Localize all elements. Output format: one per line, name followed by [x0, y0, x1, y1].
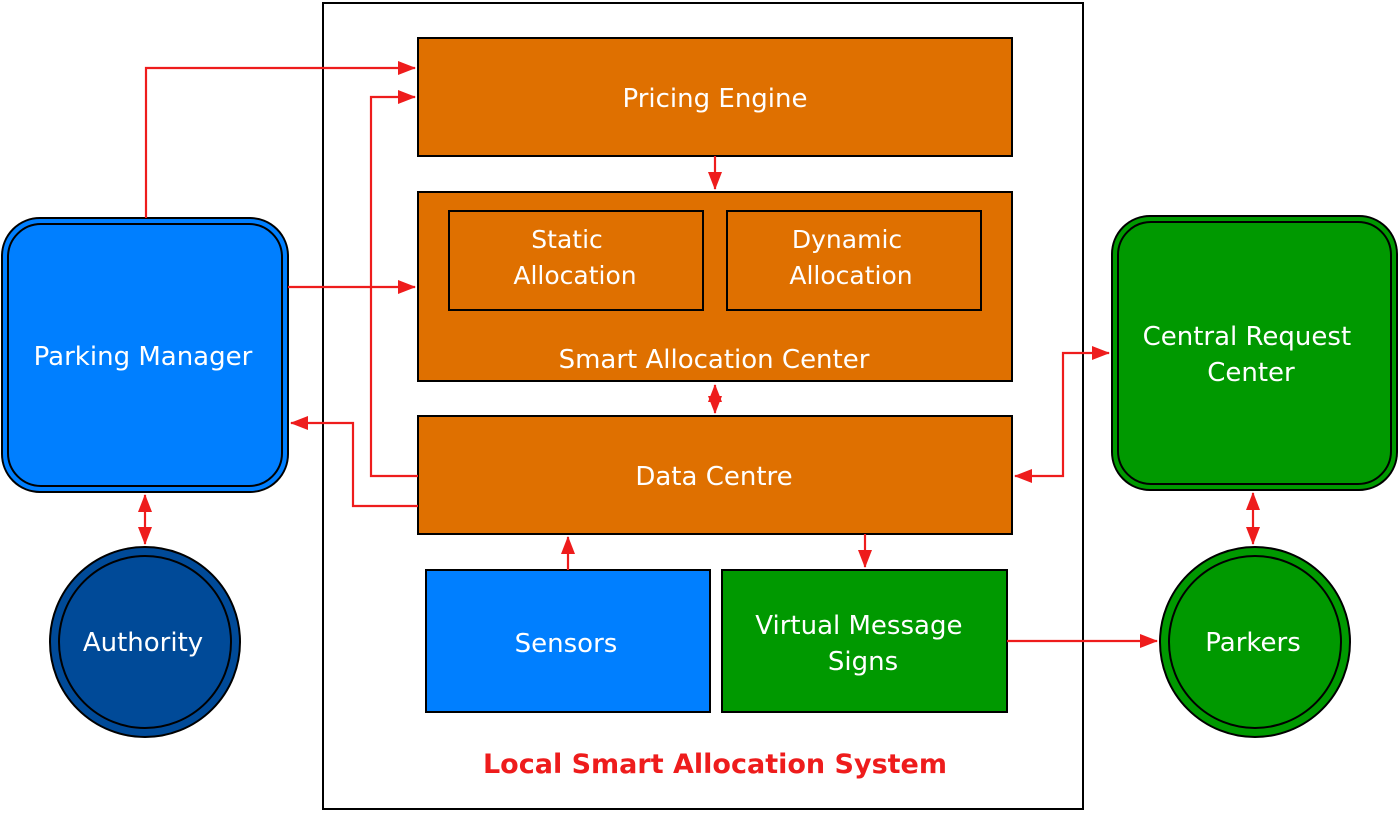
- connectors: [138, 61, 1260, 648]
- data-centre-label-line: Data Centre: [635, 462, 792, 492]
- smart-allocation-center-label: Smart Allocation Center: [559, 345, 870, 375]
- virtual-message-signs-box: [721, 569, 1008, 713]
- data-centre-box: [417, 415, 1013, 535]
- data-centre-label: Data Centre: [635, 462, 792, 492]
- central-request-center-inner-border: [1117, 221, 1392, 485]
- static-allocation-label: Static Allocation: [513, 225, 636, 290]
- central-request-center-label: Central Request Center: [1143, 322, 1360, 388]
- static-allocation-box: [448, 210, 704, 311]
- static-allocation-label-line-1: Static: [531, 225, 602, 254]
- smart-allocation-center-block[interactable]: Static Allocation Dynamic Allocation Sma…: [417, 191, 1013, 382]
- authority-inner-circle: [58, 555, 232, 729]
- parkers-inner-circle: [1168, 555, 1342, 729]
- parking-manager-inner-border: [7, 223, 283, 487]
- authority-label: Authority: [83, 628, 203, 658]
- pricing-engine-block[interactable]: Pricing Engine: [417, 37, 1013, 157]
- virtual-message-signs-label-line-1: Virtual Message: [755, 611, 962, 641]
- parking-manager-block[interactable]: Parking Manager: [1, 217, 289, 493]
- parkers-label: Parkers: [1205, 628, 1301, 658]
- static-allocation-block[interactable]: Static Allocation: [448, 210, 704, 311]
- static-allocation-label-line-2: Allocation: [513, 261, 636, 290]
- central-request-center-outer-border: [1111, 215, 1398, 491]
- central-request-center-label-line-1: Central Request: [1143, 322, 1352, 352]
- data-centre-block[interactable]: Data Centre: [417, 415, 1013, 535]
- virtual-message-signs-label: Virtual Message Signs: [755, 611, 970, 677]
- parkers-block[interactable]: Parkers: [1159, 546, 1351, 738]
- pricing-engine-label: Pricing Engine: [622, 84, 807, 114]
- dynamic-allocation-block[interactable]: Dynamic Allocation: [726, 210, 982, 311]
- parkers-outer-circle: [1159, 546, 1351, 738]
- authority-outer-circle: [49, 546, 241, 738]
- parking-manager-label-line: Parking Manager: [34, 342, 253, 372]
- parking-manager-label: Parking Manager: [34, 342, 253, 372]
- arrow-parking-manager-to-pricing-engine: [144, 61, 416, 218]
- sensors-block[interactable]: Sensors: [425, 569, 711, 713]
- authority-label-line: Authority: [83, 628, 203, 658]
- dynamic-allocation-label-line-1: Dynamic: [792, 225, 902, 254]
- pricing-engine-box: [417, 37, 1013, 157]
- virtual-message-signs-block[interactable]: Virtual Message Signs: [721, 569, 1008, 713]
- dynamic-allocation-label: Dynamic Allocation: [789, 225, 912, 290]
- smart-allocation-center-label-line: Smart Allocation Center: [559, 345, 870, 375]
- dynamic-allocation-box: [726, 210, 982, 311]
- system-title: Local Smart Allocation System: [483, 749, 947, 780]
- central-request-center-label-line-2: Center: [1207, 358, 1295, 388]
- sensors-label: Sensors: [515, 629, 618, 659]
- arrow-data-centre-central-request: [1014, 346, 1110, 483]
- arrow-data-centre-to-parking-manager: [290, 416, 418, 508]
- authority-block[interactable]: Authority: [49, 546, 241, 738]
- pricing-engine-label-line: Pricing Engine: [622, 84, 807, 114]
- virtual-message-signs-label-line-2: Signs: [828, 647, 898, 677]
- sensors-label-line: Sensors: [515, 629, 618, 659]
- dynamic-allocation-label-line-2: Allocation: [789, 261, 912, 290]
- parkers-label-line: Parkers: [1205, 628, 1301, 658]
- central-request-center-block[interactable]: Central Request Center: [1111, 215, 1398, 491]
